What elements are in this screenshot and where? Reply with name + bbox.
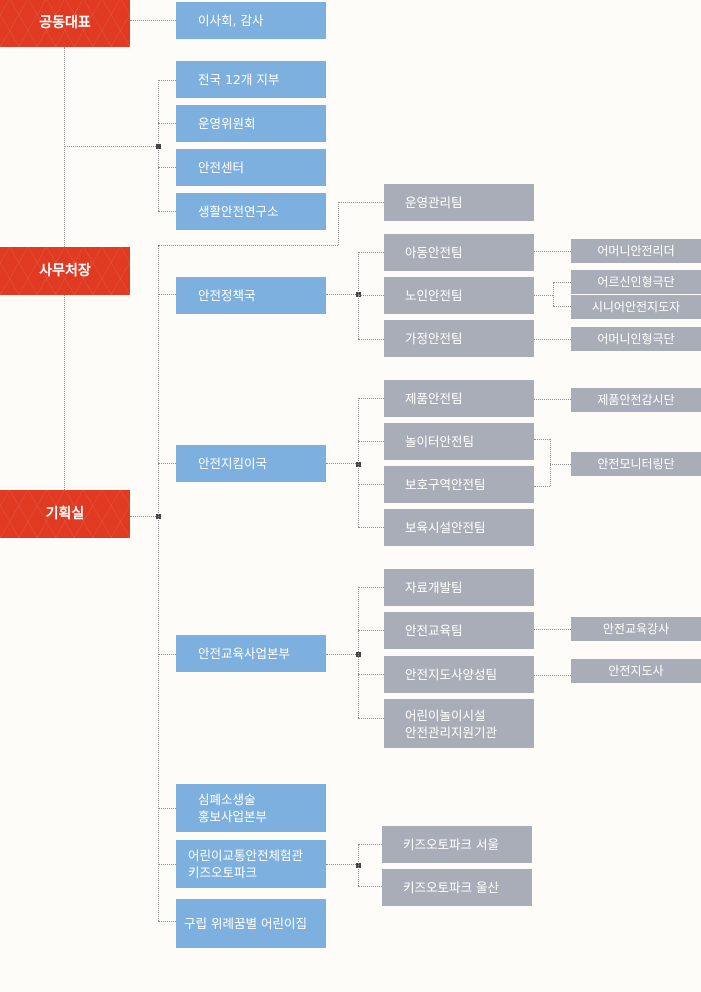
education-team-node: 안전지도사양성팀 (384, 656, 534, 693)
daycare-node: 구립 위례꿈별 어린이집 (176, 899, 326, 948)
ceo-unit-node: 안전센터 (176, 149, 326, 186)
policy-group-node: 어머니안전리더 (571, 239, 701, 263)
education-division-node: 안전교육사업본부 (176, 635, 326, 672)
kidsauto-branch-node: 키즈오토파크 울산 (382, 869, 532, 906)
education-team-node: 자료개발팀 (384, 569, 534, 606)
watch-team-node: 제품안전팀 (384, 380, 534, 417)
policy-team-node: 가정안전팀 (384, 320, 534, 357)
education-team-node: 어린이놀이시설 안전관리지원기관 (384, 699, 534, 748)
education-group-node: 안전교육강사 (571, 617, 701, 641)
planning-office-node: 기획실 (0, 490, 130, 538)
policy-team-node: 노인안전팀 (384, 277, 534, 314)
ceo-node: 공동대표 (0, 0, 130, 47)
ceo-unit-node: 생활안전연구소 (176, 193, 326, 230)
watch-bureau-node: 안전지킴이국 (176, 445, 326, 482)
cpr-division-node: 심폐소생술 홍보사업본부 (176, 784, 326, 832)
policy-group-node: 시니어안전지도자 (571, 295, 701, 319)
watch-group-node: 제품안전감시단 (571, 388, 701, 412)
ceo-unit-node: 운영위원회 (176, 105, 326, 142)
policy-team-node: 아동안전팀 (384, 234, 534, 271)
education-group-node: 안전지도사 (571, 659, 701, 683)
kidsauto-branch-node: 키즈오토파크 서울 (382, 826, 532, 863)
operations-team-node: 운영관리팀 (384, 184, 534, 221)
education-team-node: 안전교육팀 (384, 612, 534, 649)
policy-bureau-node: 안전정책국 (176, 277, 326, 314)
secretary-general-node: 사무처장 (0, 247, 130, 295)
kidsauto-park-node: 어린이교통안전체험관 키즈오토파크 (176, 840, 326, 888)
policy-group-node: 어르신인형극단 (571, 270, 701, 294)
policy-group-node: 어머니인형극단 (571, 327, 701, 351)
watch-team-node: 보호구역안전팀 (384, 466, 534, 503)
ceo-unit-node: 전국 12개 지부 (176, 61, 326, 98)
watch-team-node: 보육시설안전팀 (384, 509, 534, 546)
watch-group-node: 안전모니터링단 (571, 452, 701, 476)
watch-team-node: 놀이터안전팀 (384, 423, 534, 460)
board-node: 이사회, 감사 (176, 2, 326, 39)
